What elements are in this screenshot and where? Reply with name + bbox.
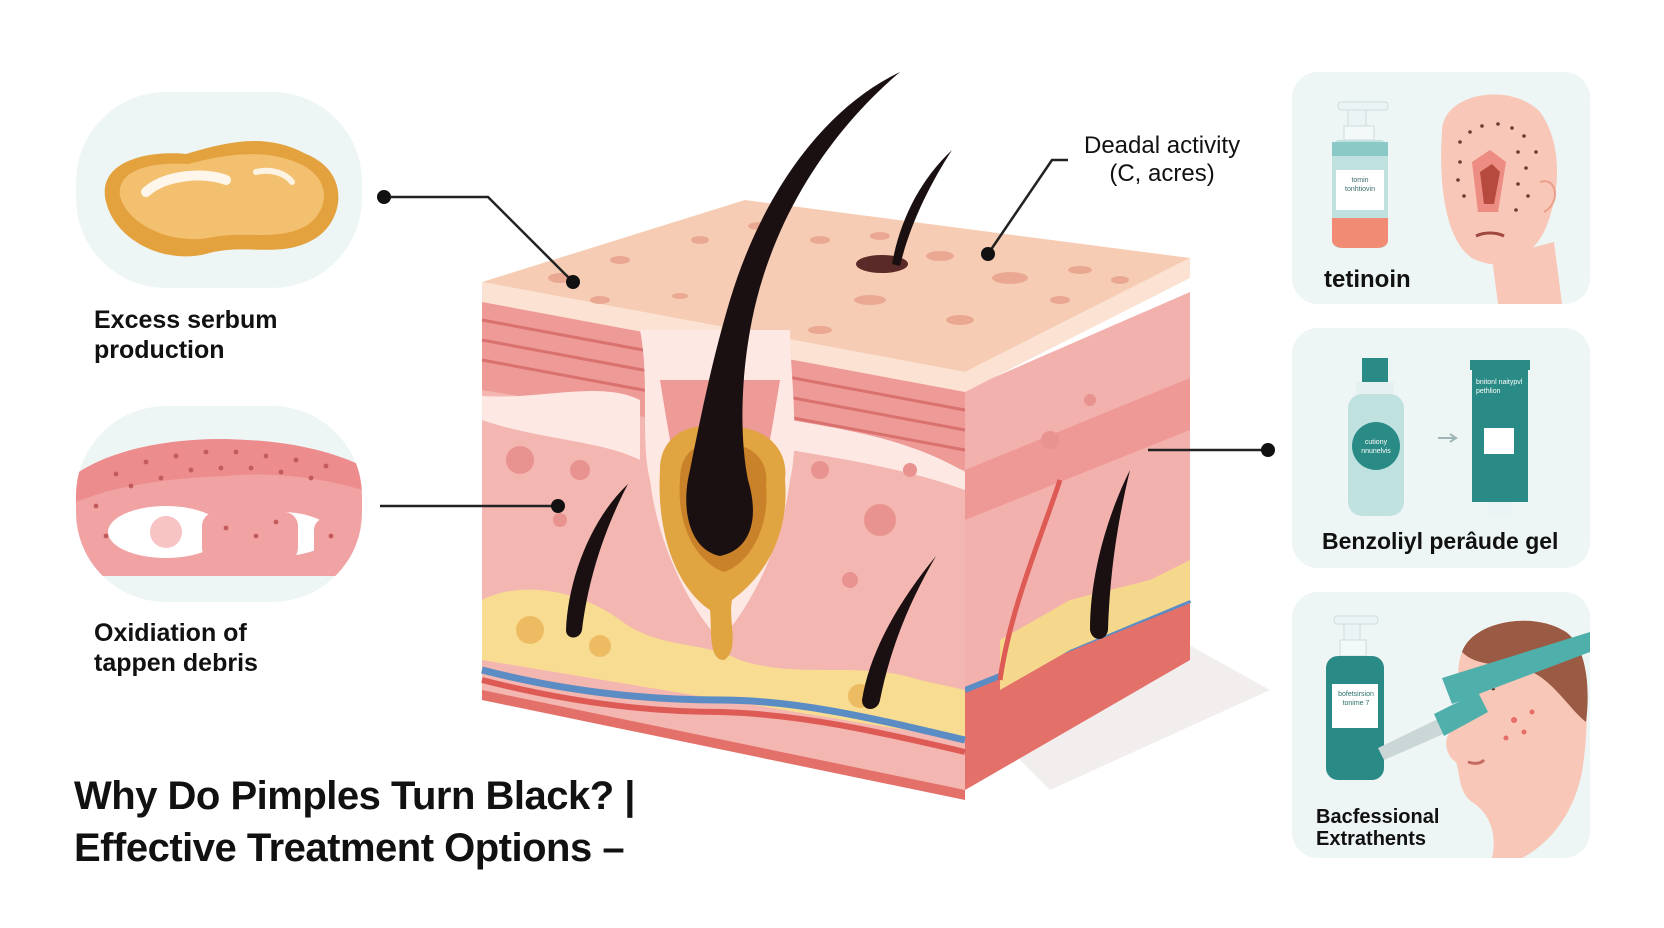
tretinoin-label: tetinoin [1324, 266, 1411, 293]
extraction-bottle-text: bofetsirsion tonime 7 [1338, 691, 1374, 707]
sebum-card [76, 92, 362, 288]
benzoyl-illustration [1348, 358, 1530, 516]
sebum-label-line2: production [94, 336, 225, 364]
connector-bacterial [986, 158, 1068, 255]
hair-5 [1090, 470, 1130, 639]
page-title-line2: Effective Treatment Options – [74, 826, 625, 870]
bacterial-label-line1: Deadal activity [1084, 132, 1241, 159]
oxidized-debris-illustration [76, 439, 362, 576]
benzoyl-label: Benzoliyl perâude gel [1322, 528, 1559, 554]
sebum-blob-illustration [104, 140, 339, 257]
oxidation-label-line2: tappen debris [94, 649, 258, 677]
hair-4 [862, 556, 936, 709]
extraction-label-line1: Bacfessional [1316, 806, 1440, 828]
tretinoin-bottle-text: tomin tonhtiovin [1345, 177, 1375, 193]
hair-2 [892, 150, 952, 266]
connector-sebum [384, 195, 574, 283]
benzoyl-tube-text: bnitonl naitypvl pethlion [1476, 379, 1523, 395]
treatment-card-benzoyl: cutiony nnunelvis bnitonl naitypvl pethl… [1292, 328, 1590, 568]
tretinoin-illustration [1332, 94, 1562, 304]
hair-3 [566, 484, 628, 638]
block-top-face [482, 200, 1190, 372]
main-hair [686, 72, 900, 556]
bacterial-activity-label: Deadal activity (C, acres) [1084, 132, 1240, 188]
page-title: Why Do Pimples Turn Black? | Effective T… [74, 770, 714, 874]
oxidation-card [76, 406, 362, 602]
extraction-label: Bacfessional Extrathents [1316, 806, 1439, 850]
sebum-label: Excess serbum production [94, 305, 277, 365]
benzoyl-bottle-text: cutiony nnunelvis [1361, 439, 1391, 455]
bacterial-label-line2: (C, acres) [1109, 160, 1215, 187]
oxidation-label-line1: Oxidiation of [94, 619, 247, 647]
extraction-illustration [1326, 615, 1590, 858]
treatment-card-extraction: bofetsirsion tonime 7 Bacfessional Extra… [1292, 592, 1590, 858]
block-shadow [960, 640, 1270, 790]
extraction-label-line2: Extrathents [1316, 828, 1427, 850]
treatment-card-tretinoin: tomin tonhtiovin tetinoin [1292, 72, 1590, 304]
oxidation-label: Oxidiation of tappen debris [94, 618, 258, 678]
sebum-label-line1: Excess serbum [94, 306, 278, 334]
page-title-line1: Why Do Pimples Turn Black? | [74, 774, 635, 818]
